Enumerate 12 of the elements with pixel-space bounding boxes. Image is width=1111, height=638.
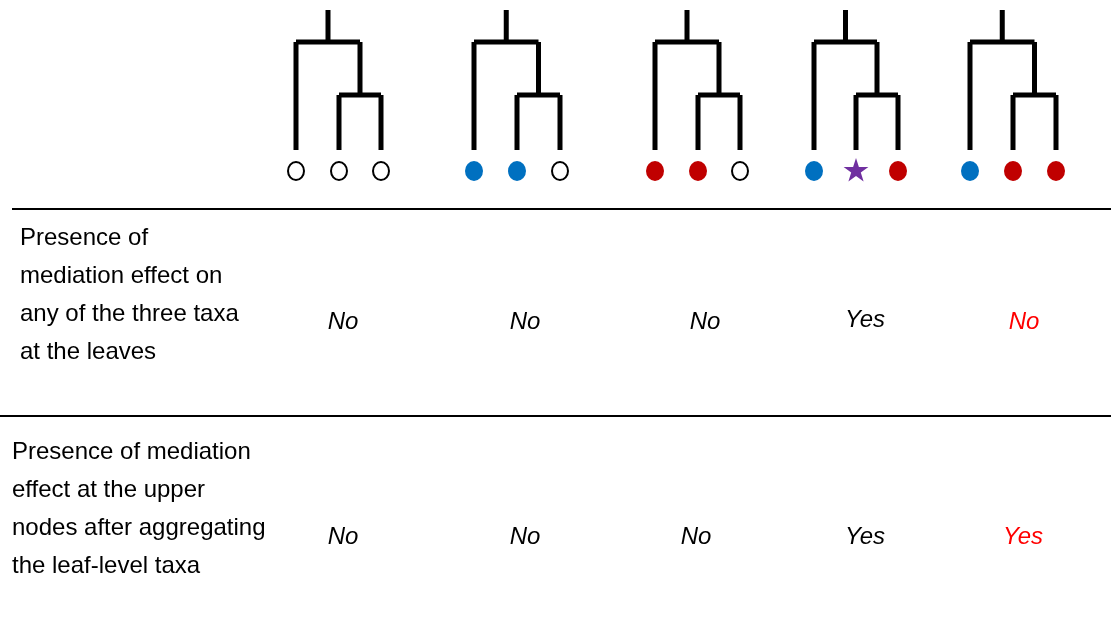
table-value: Yes — [844, 304, 886, 334]
table-value: No — [326, 306, 360, 336]
table-value: No — [688, 306, 722, 336]
table-value: Yes — [1002, 521, 1044, 551]
table-value: Yes — [844, 521, 886, 551]
table-value: No — [508, 521, 542, 551]
table-value: No — [508, 306, 542, 336]
table-value: No — [1007, 306, 1041, 336]
row-header: Presence of mediation effect at the upper nodes after aggregating the leaf-level taxa — [12, 436, 267, 580]
table-value: No — [326, 521, 360, 551]
row-header: Presence of mediation effect on any of the three taxa at the leaves — [20, 222, 240, 366]
table-value: No — [679, 521, 713, 551]
